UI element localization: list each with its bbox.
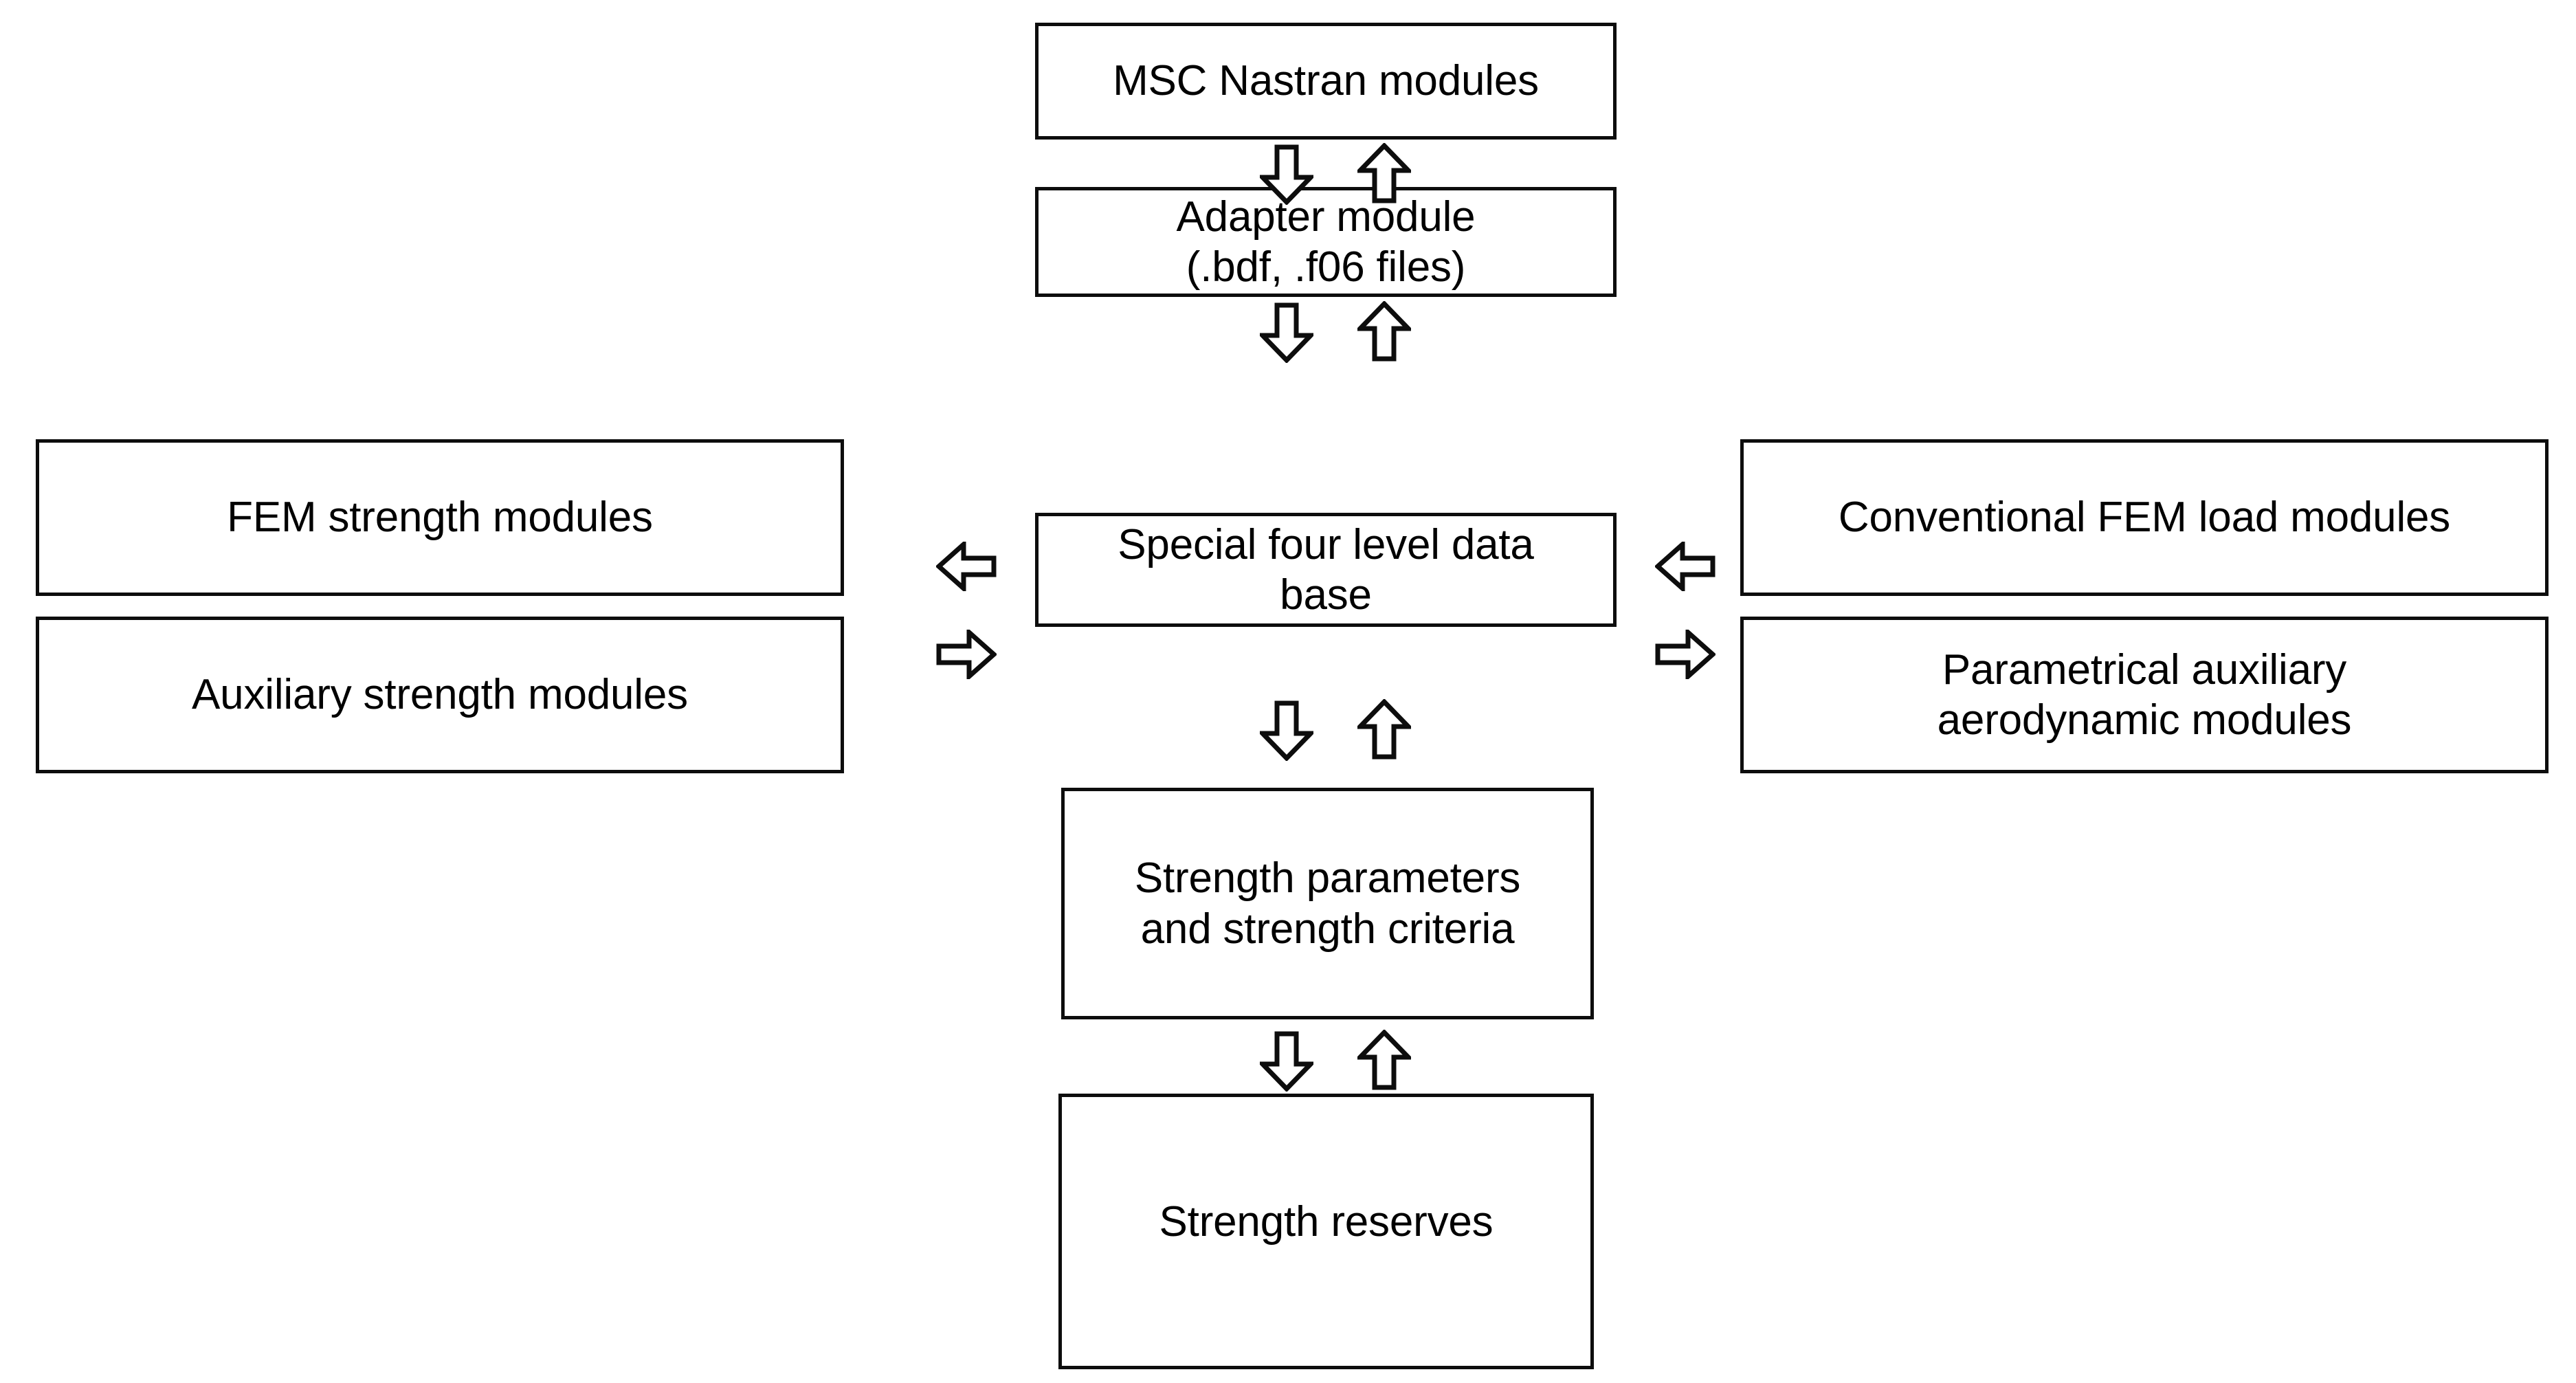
node-msc-nastran-modules[interactable]: MSC Nastran modules [1035, 23, 1617, 140]
arrow-right-icon [1655, 630, 1716, 679]
arrow-up-icon [1357, 1030, 1411, 1090]
node-label: Special four level data base [1118, 520, 1534, 619]
node-parametrical-auxiliary-aerodynamic-modules[interactable]: Parametrical auxiliary aerodynamic modul… [1740, 617, 2549, 773]
arrow-up-icon [1357, 143, 1411, 203]
arrow-right-icon [936, 630, 997, 679]
node-adapter-module[interactable]: Adapter module (.bdf, .f06 files) [1035, 187, 1617, 297]
node-conventional-fem-load-modules[interactable]: Conventional FEM load modules [1740, 439, 2549, 596]
node-label: Strength parameters and strength criteri… [1134, 854, 1521, 953]
node-label: Adapter module (.bdf, .f06 files) [1176, 192, 1476, 291]
node-label: MSC Nastran modules [1113, 57, 1539, 105]
arrow-left-icon [936, 542, 997, 591]
arrow-up-icon [1357, 699, 1411, 760]
node-label: Auxiliary strength modules [192, 671, 688, 719]
arrow-down-icon [1260, 1031, 1313, 1092]
node-auxiliary-strength-modules[interactable]: Auxiliary strength modules [36, 617, 844, 773]
arrow-up-icon [1357, 301, 1411, 362]
node-label: FEM strength modules [227, 494, 653, 542]
node-label: Strength reserves [1159, 1197, 1494, 1246]
arrow-left-icon [1655, 542, 1716, 591]
node-fem-strength-modules[interactable]: FEM strength modules [36, 439, 844, 596]
node-strength-parameters-and-criteria[interactable]: Strength parameters and strength criteri… [1061, 788, 1594, 1019]
node-strength-reserves[interactable]: Strength reserves [1058, 1094, 1594, 1369]
arrow-down-icon [1260, 302, 1313, 363]
arrow-down-icon [1260, 144, 1313, 205]
node-special-four-level-data-base[interactable]: Special four level data base [1035, 513, 1617, 627]
node-label: Conventional FEM load modules [1838, 494, 2451, 542]
arrow-down-icon [1260, 700, 1313, 761]
node-label: Parametrical auxiliary aerodynamic modul… [1937, 645, 2352, 744]
